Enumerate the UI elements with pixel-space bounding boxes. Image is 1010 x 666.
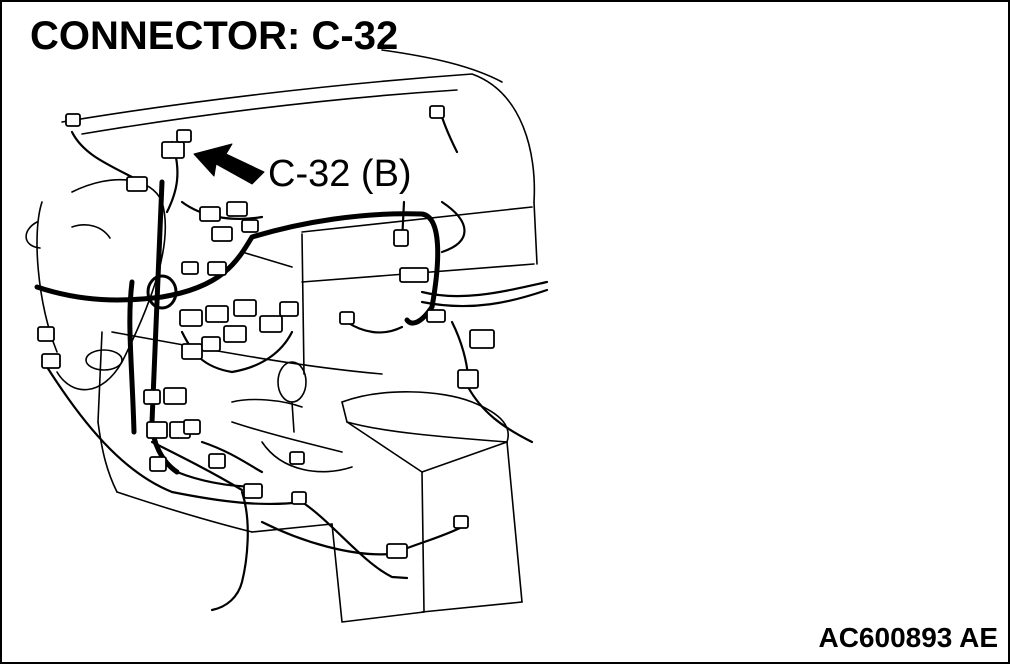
connector	[65, 113, 81, 127]
connector	[183, 419, 201, 435]
connector	[339, 311, 355, 325]
connector	[429, 105, 445, 119]
connector	[207, 261, 227, 276]
connector	[226, 201, 248, 217]
connector-callout-label: C-32 (B)	[268, 153, 412, 195]
connector	[289, 451, 305, 465]
connector	[163, 387, 187, 405]
connector	[205, 305, 229, 323]
connector	[176, 129, 192, 143]
branch-wires	[45, 115, 549, 612]
connector	[143, 389, 161, 405]
connector	[179, 309, 203, 327]
connector	[41, 353, 61, 369]
connector	[149, 456, 167, 472]
connector	[241, 219, 259, 233]
figure-id: AC600893 AE	[818, 622, 998, 653]
connector	[208, 453, 226, 469]
connector	[279, 301, 299, 317]
connector	[201, 336, 221, 352]
connector	[399, 267, 429, 283]
connector	[146, 421, 168, 439]
connector	[199, 206, 221, 222]
connector	[37, 326, 55, 342]
connector	[233, 299, 257, 317]
connector	[181, 261, 199, 275]
connector	[291, 491, 307, 505]
connector	[386, 543, 408, 559]
connector	[126, 176, 148, 192]
connector	[181, 343, 203, 360]
connector	[457, 369, 479, 389]
connector	[223, 325, 247, 343]
connector	[453, 515, 469, 529]
connector	[243, 483, 263, 499]
arrow-icon	[193, 143, 265, 185]
connector	[426, 309, 446, 323]
connector-icon	[37, 105, 495, 559]
page-title: CONNECTOR: C-32	[30, 14, 399, 58]
connector	[469, 329, 495, 349]
connector	[259, 315, 283, 333]
connector	[211, 226, 233, 242]
connector	[393, 229, 409, 247]
connector-c-32	[161, 141, 185, 159]
